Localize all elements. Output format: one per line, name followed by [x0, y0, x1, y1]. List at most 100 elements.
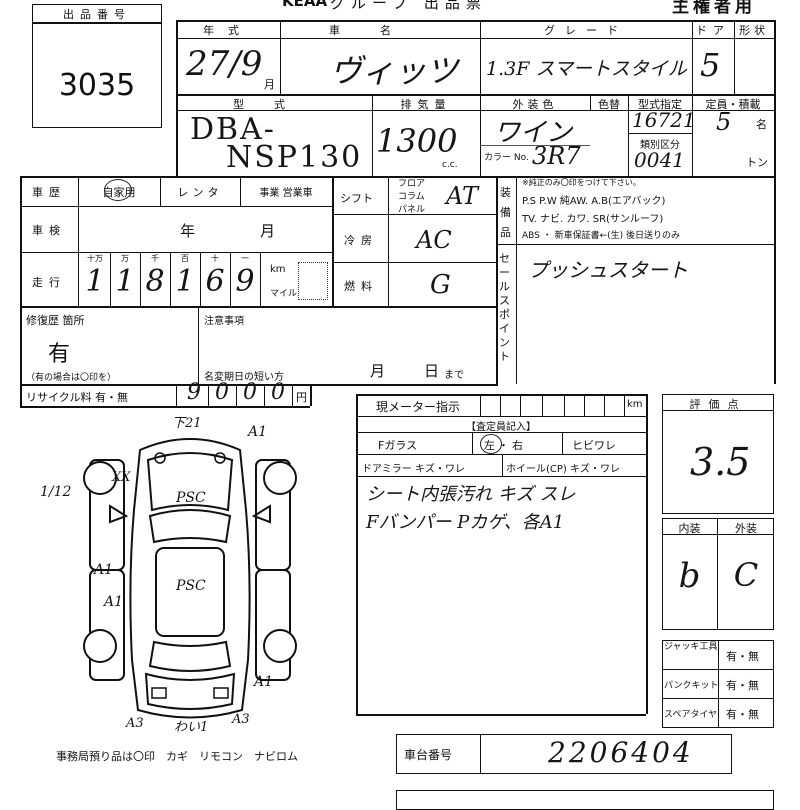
- shift-option-column: コラム: [398, 192, 425, 202]
- color-change-label: 色替: [598, 98, 620, 111]
- mark-bottom-left: A3: [126, 716, 144, 731]
- mileage-digit-label: 一: [241, 254, 249, 263]
- name-change-made: まで: [444, 370, 464, 381]
- mark-side-left: 1/12: [40, 484, 72, 500]
- owner-note: 主権者用: [672, 0, 756, 17]
- capacity-unit: 名: [756, 118, 767, 131]
- repair-note: （有の場合は〇印を）: [26, 373, 117, 383]
- spare-option: 有・無: [726, 708, 759, 721]
- jack-label: ジャッキ工具: [664, 642, 718, 652]
- color-no-label: カラー No.: [484, 153, 529, 163]
- color-value: ワイン: [494, 118, 573, 148]
- mileage-digit-label: 万: [121, 254, 129, 263]
- grade-value: 1.3F スマートスタイル: [486, 58, 687, 80]
- mark-left-door-1: A1: [94, 562, 114, 578]
- mark-hood: PSC: [176, 490, 206, 506]
- displacement-label: 排気量: [400, 98, 452, 111]
- meter-label: 現メーター指示: [376, 400, 461, 414]
- type-spec-value: 16721: [632, 108, 696, 132]
- score-label: 評価点: [689, 398, 747, 411]
- mark-top-right: A1: [248, 424, 268, 440]
- year-label: 年式: [203, 24, 253, 37]
- mark-left-door-2: A1: [104, 594, 124, 610]
- name-label: 車名: [329, 24, 431, 37]
- lot-number-box: [32, 4, 162, 128]
- mileage-digit-label: 千: [151, 254, 159, 263]
- type-spec-label: 型式指定: [638, 98, 682, 111]
- color-label: 外装色: [512, 98, 558, 111]
- mile-checkbox: [298, 262, 328, 300]
- model-label: 型式: [233, 98, 315, 111]
- mile-unit: マイル: [270, 289, 298, 299]
- door-value: 5: [700, 46, 721, 84]
- equipment-label-2: 備: [500, 206, 511, 219]
- usage-option-rental: レンタ: [177, 186, 223, 199]
- fuel-label: 燃料: [344, 280, 378, 293]
- recycle-digit: 0: [271, 380, 285, 405]
- left-circle: [480, 434, 502, 454]
- recycle-digit: 0: [215, 380, 229, 405]
- equipment-line-3: ABS ・ 新車保証書←(生) 後日送りのみ: [522, 231, 681, 241]
- mileage-digit: 1: [115, 264, 135, 299]
- puncture-option: 有・無: [726, 679, 759, 692]
- lot-label: 出品番号: [63, 8, 131, 21]
- wheel-label: ホイール(CP) キズ・ワレ: [506, 464, 620, 475]
- lot-number: 3035: [58, 68, 136, 103]
- shift-option-panel: パネル: [398, 205, 426, 215]
- inspector-note-1: シート内張汚れ キズ スレ: [366, 484, 576, 505]
- mileage-digit: 1: [85, 264, 105, 299]
- chassis-box: [396, 734, 732, 774]
- name-change-day: 日: [424, 362, 440, 380]
- chassis-value: 2206404: [548, 736, 694, 769]
- interior-value: b: [678, 556, 701, 596]
- mileage-label: 走行: [32, 276, 66, 289]
- mark-rear-right: A1: [254, 674, 274, 690]
- inspection-month-unit: 月: [260, 222, 276, 240]
- equipment-line-2: TV. ナビ. カワ. SR(サンルーフ): [522, 214, 664, 225]
- repair-value: 有: [48, 342, 71, 367]
- inspector-note-2: Fバンパー Pカゲ、各A1: [366, 512, 565, 533]
- spare-label: スペアタイヤ: [664, 710, 718, 720]
- interior-label: 内装: [678, 522, 701, 535]
- mileage-digit-label: 十万: [87, 254, 103, 263]
- shift-option-floor: フロア: [398, 179, 426, 189]
- ac-label: 冷房: [344, 234, 378, 247]
- crack-chip-label: ヒビワレ: [572, 439, 616, 452]
- recycle-digit: 9: [187, 380, 201, 405]
- class-value: 0041: [634, 148, 685, 172]
- inspector-title: 【査定員記入】: [466, 422, 536, 433]
- name-change-label: 名変期日の短い方: [204, 372, 284, 383]
- recycle-label: リサイクル料 有・無: [26, 391, 128, 404]
- diagram-footer: 事務局預り品は〇印 カギ リモコン ナビロム: [56, 750, 298, 763]
- recycle-digit: 0: [243, 380, 257, 405]
- capacity-label: 定員・積載: [705, 98, 761, 111]
- score-box: [662, 394, 774, 514]
- name-change-month: 月: [370, 362, 386, 380]
- door-label: ドア: [696, 24, 730, 37]
- capacity-value: 5: [716, 108, 732, 136]
- year-month-unit: 月: [264, 78, 275, 91]
- mark-bottom-mid: わい1: [174, 720, 209, 735]
- score-value: 3.5: [690, 440, 751, 484]
- inspection-label: 車検: [32, 224, 66, 237]
- mileage-digit: 9: [235, 264, 255, 299]
- sales-point-label: セールスポイント: [499, 252, 510, 363]
- model-value-2: NSP130: [226, 140, 363, 175]
- meter-km-unit: km: [627, 399, 643, 410]
- chassis-label: 車台番号: [404, 748, 453, 762]
- mark-bottom-right: A3: [232, 712, 250, 727]
- jack-option: 有・無: [726, 650, 759, 663]
- mileage-digit: 1: [175, 264, 195, 299]
- ac-value: AC: [416, 226, 452, 254]
- equipment-label-3: 品: [500, 226, 511, 239]
- mileage-digit-label: 十: [211, 254, 219, 263]
- sales-point-value: プッシュスタート: [528, 258, 688, 282]
- year-value: 27/9: [186, 44, 263, 84]
- private-use-circle: [104, 179, 132, 201]
- usage-option-business: 事業 営業車: [259, 188, 313, 199]
- model-value-1: DBA-: [190, 112, 276, 147]
- inspection-year-unit: 年: [180, 222, 196, 240]
- grade-label: グレード: [544, 24, 628, 37]
- equipment-line-1: P.S P.W 純AW. A.B(エアバック): [522, 196, 666, 207]
- mileage-digit: 8: [145, 264, 165, 299]
